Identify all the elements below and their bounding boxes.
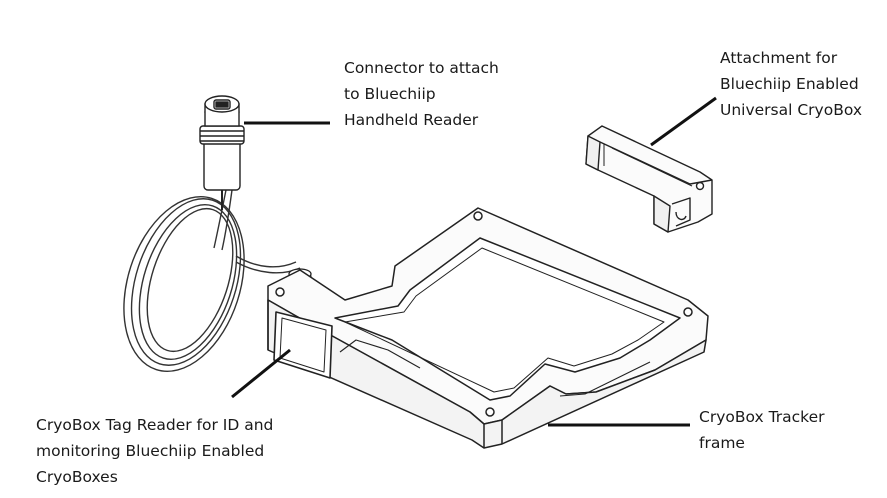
connector-label-line-2: to Bluechiip bbox=[344, 85, 436, 103]
attachment-label-line-2: Bluechiip Enabled bbox=[720, 75, 859, 93]
leader-lines bbox=[231, 96, 717, 427]
connector-label-line-1: Connector to attach bbox=[344, 59, 499, 77]
connector-plug bbox=[199, 95, 245, 210]
tag-reader-label-line-3: CryoBoxes bbox=[36, 468, 118, 486]
attachment-label-line-3: Universal CryoBox bbox=[720, 101, 863, 119]
tag-reader-label-line-2: monitoring Bluechiip Enabled bbox=[36, 442, 265, 460]
tracker-frame bbox=[267, 207, 709, 449]
attachment-callout-label: Attachment for Bluechiip Enabled Univers… bbox=[720, 45, 862, 123]
coiled-cable bbox=[123, 189, 301, 373]
attachment-label-line-1: Attachment for bbox=[720, 49, 838, 67]
tag-reader-callout-label: CryoBox Tag Reader for ID and monitoring… bbox=[36, 412, 273, 490]
connector-label-line-3: Handheld Reader bbox=[344, 111, 479, 129]
tracker-frame-label-line-1: CryoBox Tracker bbox=[699, 408, 825, 426]
tag-reader-label-line-1: CryoBox Tag Reader for ID and bbox=[36, 416, 274, 434]
connector-callout-label: Connector to attach to Bluechiip Handhel… bbox=[344, 55, 499, 133]
tracker-frame-callout-label: CryoBox Tracker frame bbox=[699, 404, 825, 456]
tracker-frame-label-line-2: frame bbox=[699, 434, 745, 452]
attachment-bracket bbox=[585, 125, 713, 233]
